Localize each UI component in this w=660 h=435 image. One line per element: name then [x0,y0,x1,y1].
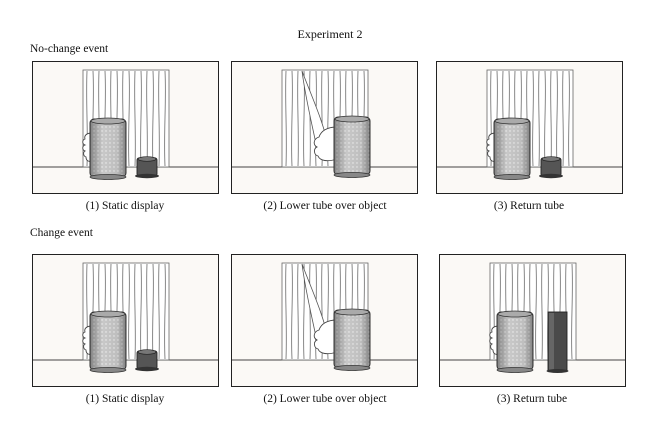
scene-illustration [232,62,417,193]
caption-no-change-2: (2) Lower tube over object [263,200,387,212]
tube-shading [334,310,370,368]
curtain-fold [285,263,287,360]
tube-base [333,172,371,178]
caption-no-change-1: (1) Static display [85,200,165,212]
tube-top [90,310,126,318]
tall-object-highlight [549,313,554,370]
curtain-fold [128,263,130,360]
panel-no-change-return-tube [436,61,623,194]
curtain-fold [532,70,534,167]
curtain-fold [544,70,546,167]
curtain-fold [550,70,552,167]
curtain-fold [140,263,142,360]
scene-illustration [33,62,218,193]
curtain-fold [571,263,573,360]
tube-top [334,115,370,123]
panel-change-lower-tube [231,254,418,387]
short-object-base [135,173,159,179]
curtain-fold [291,70,293,167]
short-object-top [541,156,561,162]
scene-illustration [33,255,218,386]
tube-shading [90,119,126,177]
figure-title: Experiment 2 [297,27,363,41]
curtain-fold [291,263,293,360]
curtain-fold [140,70,142,167]
curtain-fold [535,263,537,360]
curtain-fold [128,70,130,167]
curtain-fold [158,263,160,360]
short-object-base [135,366,159,372]
short-object-top [137,349,157,355]
curtain-fold [285,70,287,167]
curtain-fold [146,263,148,360]
scene-illustration [440,255,625,386]
curtain-fold [541,263,543,360]
curtain-fold [158,70,160,167]
curtain-fold [164,70,166,167]
hand [313,319,338,355]
tube-shading [497,312,533,370]
curtain-fold [562,70,564,167]
curtain-fold [152,263,154,360]
tube-base [493,174,531,180]
caption-change-3: (3) Return tube [496,393,568,405]
curtain-fold [152,70,154,167]
row-label-no-change: No-change event [30,43,109,55]
row-label-change: Change event [30,227,93,239]
tube-top [497,310,533,318]
tube-base [89,367,127,373]
curtain-fold [134,70,136,167]
short-object-top [137,156,157,162]
curtain-fold [297,263,299,360]
caption-change-1: (1) Static display [85,393,165,405]
tall-object-base [546,369,569,373]
tube-shading [494,119,530,177]
tube-base [333,365,371,371]
caption-no-change-3: (3) Return tube [493,200,565,212]
tube-top [494,117,530,125]
tube-base [89,174,127,180]
curtain-fold [297,70,299,167]
scene-illustration [437,62,622,193]
tube-top [334,308,370,316]
curtain-fold [134,263,136,360]
tube-shading [90,312,126,370]
curtain-fold [568,70,570,167]
panel-change-return-tube [439,254,626,387]
tube-shading [334,117,370,175]
scene-illustration [232,255,417,386]
panel-no-change-static-display [32,61,219,194]
tube-base [496,367,534,373]
curtain-fold [556,70,558,167]
tube-top [90,117,126,125]
caption-change-2: (2) Lower tube over object [263,393,387,405]
hand [313,126,338,162]
curtain-fold [538,70,540,167]
panel-change-static-display [32,254,219,387]
curtain-fold [164,263,166,360]
panel-no-change-lower-tube [231,61,418,194]
curtain-fold [146,70,148,167]
short-object-base [539,173,563,179]
